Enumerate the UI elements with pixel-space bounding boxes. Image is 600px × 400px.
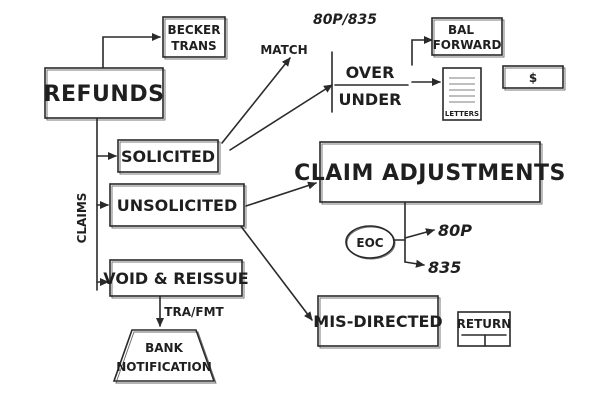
under-label: UNDER [339, 90, 402, 109]
becker-label-line2: TRANS [171, 39, 216, 53]
eoc-label: EOC [356, 236, 383, 250]
connector-unsolicited-misdirected [239, 224, 313, 321]
node-void-reissue[interactable] [109, 259, 245, 299]
connector-over-bal [411, 36, 433, 66]
node-misdirected[interactable] [317, 295, 441, 349]
node-letters[interactable] [442, 67, 482, 121]
bank-label-line2: NOTIFICATION [116, 360, 212, 374]
solicited-label: SOLICITED [121, 147, 215, 166]
becker-label-line1: BECKER [168, 23, 221, 37]
connector-to-80p [404, 228, 435, 239]
unsolicited-label: UNSOLICITED [117, 196, 237, 215]
claim-adjustments-label: CLAIM ADJUSTMENTS [294, 161, 566, 186]
bal-label-line1: BAL [448, 23, 474, 37]
void-reissue-label: VOID & REISSUE [103, 269, 248, 288]
node-becker-trans[interactable] [162, 16, 228, 60]
code-80p-label: 80P [438, 221, 472, 240]
return-label: RETURN [457, 317, 512, 331]
refunds-label: REFUNDS [44, 82, 165, 107]
match-label: MATCH [260, 43, 307, 57]
connector-solicited-match [221, 57, 291, 144]
node-dollar-check[interactable] [502, 65, 566, 91]
node-return[interactable] [457, 311, 511, 347]
dollar-label: $ [529, 71, 537, 85]
node-refunds[interactable] [44, 67, 166, 121]
connector-solicited-overunder [229, 84, 333, 151]
node-bal-forward[interactable] [431, 17, 505, 58]
code-80p-835-label: 80P/835 [313, 12, 377, 28]
node-claim-adjustments[interactable] [319, 141, 543, 205]
tra-fmt-label: TRA/FMT [164, 305, 224, 319]
node-over-under[interactable] [331, 51, 409, 113]
bal-label-line2: FORWARD [433, 38, 502, 52]
misdirected-label: MIS-DIRECTED [313, 312, 442, 331]
node-solicited[interactable] [117, 139, 221, 175]
bank-label-line1: BANK [145, 341, 183, 355]
over-label: OVER [346, 63, 395, 82]
node-bank-notification[interactable] [112, 329, 217, 384]
node-eoc[interactable] [345, 225, 396, 260]
connector-unsolicited-adjust [245, 181, 317, 207]
letters-label: LETTERS [445, 110, 479, 118]
code-835-label: 835 [428, 258, 461, 277]
connector-refunds-becker [102, 33, 161, 69]
claims-label: CLAIMS [75, 193, 89, 244]
connector-to-835 [404, 259, 425, 268]
node-unsolicited[interactable] [109, 183, 247, 229]
